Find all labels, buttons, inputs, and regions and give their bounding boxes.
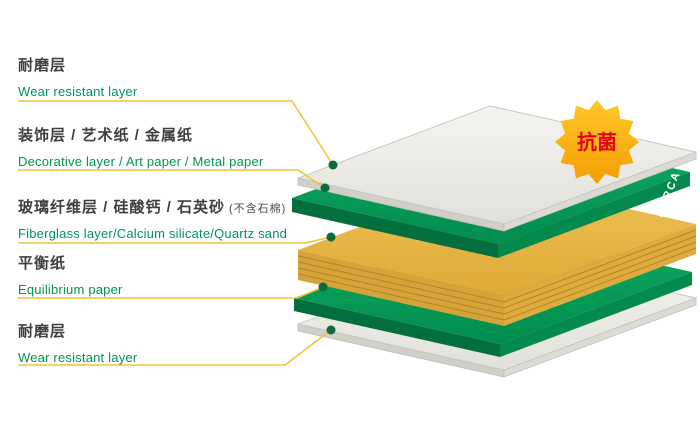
leader-line-decorative <box>18 169 326 189</box>
leader-lines <box>18 100 334 366</box>
dot-equilibrium <box>318 282 328 292</box>
leader-line-equilibrium <box>18 286 324 299</box>
leader-line-wear-bottom <box>18 329 332 366</box>
dot-fiberglass <box>326 232 336 242</box>
layer-anchor-dots <box>318 160 338 335</box>
dot-decorative <box>320 183 330 193</box>
dot-wear-top <box>328 160 338 170</box>
leader-line-fiberglass <box>18 236 332 244</box>
dot-wear-bottom <box>326 325 336 335</box>
badge-label: 抗菌 <box>577 130 617 154</box>
starburst-icon <box>555 100 639 184</box>
leader-line-wear-top <box>18 100 334 166</box>
antibacterial-badge: 抗菌 <box>555 100 639 184</box>
core-strata-lines <box>297 229 697 321</box>
